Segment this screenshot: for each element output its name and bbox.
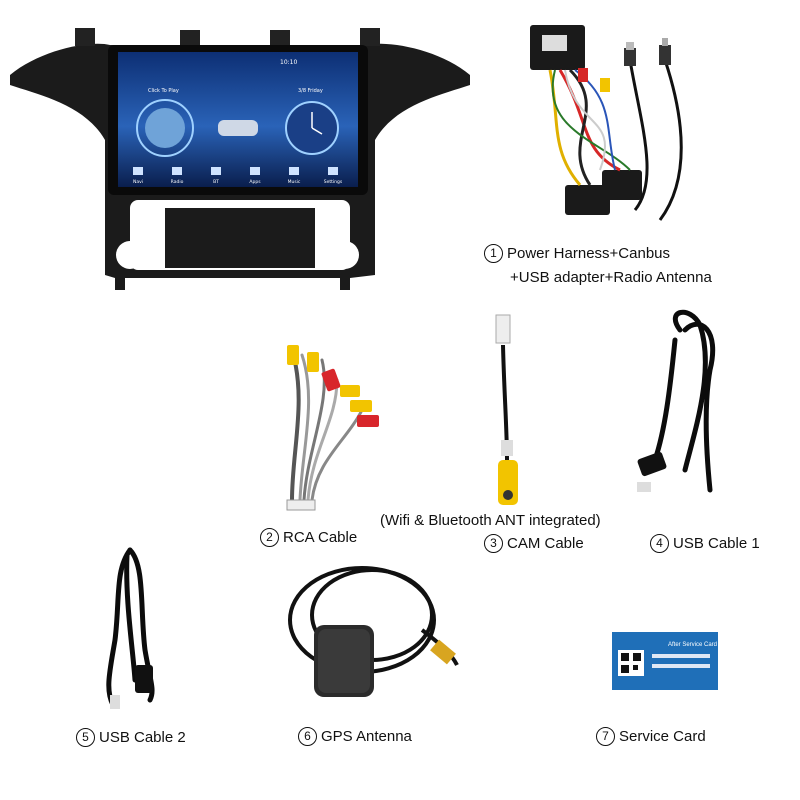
label-power-harness: 1 Power Harness+Canbus (484, 244, 670, 263)
number-badge: 1 (484, 244, 503, 263)
dock-label: Settings (324, 179, 343, 185)
dock-icon (250, 167, 260, 175)
car-widget-icon (218, 120, 258, 136)
label-title: Power Harness+Canbus (507, 245, 671, 262)
number-badge: 4 (650, 534, 669, 553)
music-widget-icon (136, 99, 194, 157)
status-time: 10:10 (280, 59, 297, 66)
number-badge: 6 (298, 727, 317, 746)
label-usb-cable-2: 5 USB Cable 2 (76, 728, 186, 747)
usb-cable-2-image (106, 547, 155, 709)
date-label: 3/8 Friday (298, 88, 323, 94)
click-to-play-label: Click To Play (148, 88, 179, 94)
label-rca-cable: 2 RCA Cable (260, 528, 357, 547)
label-cam-note: (Wifi & Bluetooth ANT integrated) (380, 512, 601, 529)
dock-label: Radio (171, 179, 184, 185)
label-service-card: 7 Service Card (596, 727, 706, 746)
dock-label: Music (288, 179, 301, 185)
gps-antenna-image (288, 566, 459, 697)
dock-label: Navi (133, 179, 143, 185)
label-title: USB Cable 2 (99, 729, 186, 746)
label-power-harness-subtitle: +USB adapter+Radio Antenna (510, 269, 712, 286)
dock-icon (211, 167, 221, 175)
label-cam-cable: 3 CAM Cable (484, 534, 584, 553)
number-badge: 2 (260, 528, 279, 547)
dock-icon (289, 167, 299, 175)
label-title: USB Cable 1 (673, 535, 760, 552)
service-card-heading: After Service Card (668, 642, 717, 648)
number-badge: 3 (484, 534, 503, 553)
label-gps-antenna: 6 GPS Antenna (298, 727, 412, 746)
label-title: RCA Cable (283, 529, 358, 546)
head-unit-image: 10:10 Click To Play 3/8 Friday Navi Radio… (10, 28, 470, 290)
dock-label: BT (213, 179, 219, 185)
label-title: GPS Antenna (321, 728, 412, 745)
dock-icon (328, 167, 338, 175)
dock-label: Apps (249, 179, 261, 185)
power-harness-image (530, 25, 683, 221)
service-card-image: After Service Card (612, 632, 718, 690)
label-usb-cable-1: 4 USB Cable 1 (650, 534, 760, 553)
number-badge: 5 (76, 728, 95, 747)
number-badge: 7 (596, 727, 615, 746)
dock-icon (172, 167, 182, 175)
label-title: Service Card (619, 728, 706, 745)
rca-cable-image (286, 345, 379, 511)
usb-cable-1-image (637, 309, 716, 493)
label-title: CAM Cable (507, 535, 584, 552)
dock-icon (133, 167, 143, 175)
cam-cable-image (495, 314, 518, 505)
